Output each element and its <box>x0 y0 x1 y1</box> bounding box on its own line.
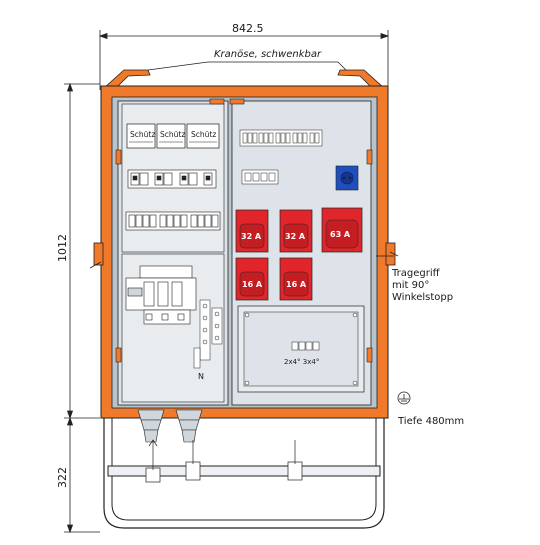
cee-socket-32a-1: 32 A <box>235 209 269 253</box>
ground-symbol <box>397 391 411 405</box>
cable-gland-right <box>175 409 203 443</box>
base-clamps <box>145 439 303 483</box>
inner-cover-plate <box>237 305 365 393</box>
cee-socket-label-4: 16 A <box>242 280 263 289</box>
height-dimension <box>64 82 100 534</box>
side-handle-right <box>385 242 399 266</box>
plate-screws <box>244 312 358 386</box>
inner-plate-label: 2x4° 3x4° <box>284 358 319 366</box>
handle-label-line1: Tragegriff <box>391 268 441 279</box>
cee-socket-label-1: 32 A <box>241 232 262 241</box>
breaker-row-2 <box>125 211 221 231</box>
breaker-row-1 <box>127 169 217 189</box>
main-disconnector <box>125 265 197 325</box>
contactor-row: Schütz Schütz Schütz <box>126 123 220 149</box>
neutral-label: N <box>198 372 204 381</box>
cee-socket-label-3: 63 A <box>330 230 351 239</box>
contactor-label-1: Schütz <box>130 130 155 139</box>
side-handle-left <box>89 242 104 269</box>
height-dimension-label: 1012 <box>56 234 69 262</box>
schuko-socket <box>335 165 359 191</box>
cee-socket-16a-1: 16 A <box>235 257 269 301</box>
cable-gland-left <box>137 409 165 443</box>
cee-socket-label-5: 16 A <box>286 280 307 289</box>
terminal-strip <box>193 299 223 369</box>
width-dimension <box>98 30 390 90</box>
small-breaker-row <box>241 169 279 185</box>
right-hinges <box>229 98 373 363</box>
contactor-label-2: Schütz <box>160 130 185 139</box>
handle-label-line3: Winkelstopp <box>392 292 453 303</box>
crane-eye-left <box>102 69 151 89</box>
left-hinges <box>115 98 225 363</box>
base-height-dimension-label: 322 <box>56 467 69 488</box>
depth-label: Tiefe 480mm <box>397 416 464 427</box>
contactor-label-3: Schütz <box>191 130 216 139</box>
cee-socket-32a-2: 32 A <box>279 209 313 253</box>
crane-eye-label: Kranöse, schwenkbar <box>214 49 322 60</box>
cee-socket-16a-2: 16 A <box>279 257 313 301</box>
crane-eye-right <box>337 69 386 89</box>
rcd-breaker-row <box>239 129 323 147</box>
handle-label-line2: mit 90° <box>392 280 429 291</box>
cee-socket-63a: 63 A <box>321 207 363 253</box>
plate-terminals <box>291 341 320 351</box>
cee-socket-label-2: 32 A <box>285 232 306 241</box>
crane-eye-leader <box>147 61 347 71</box>
width-dimension-label: 842.5 <box>232 22 264 35</box>
base-stand <box>103 418 385 529</box>
